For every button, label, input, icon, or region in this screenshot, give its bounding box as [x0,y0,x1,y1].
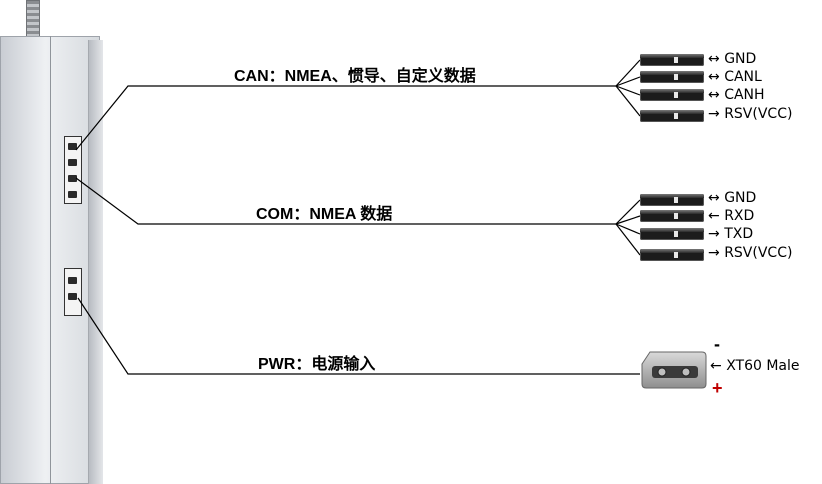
can-pin-canh: ↔ CANH [708,87,765,103]
com-pin-gnd: ↔ GND [708,190,757,206]
can-canl-terminal-icon [640,71,704,83]
can-canh-terminal-icon [640,89,704,101]
xt60-label: ← XT60 Male [710,358,800,374]
can-fan-canl [615,76,641,87]
com-gnd-terminal-icon [640,194,704,206]
com-fan-rsv [615,223,641,256]
com-rxd-terminal-icon [640,210,704,222]
negative-polarity: - [714,334,720,354]
com-pin-txd: → TXD [708,226,754,242]
can-fan-canh [615,85,641,96]
enclosure-side-panel [88,40,103,484]
can-fan-rsv [615,85,641,117]
com-wire [75,177,616,225]
com-pin-rsv: → RSV(VCC) [708,245,793,261]
pwr-wire [77,297,640,375]
can-rsv-terminal-icon [640,110,704,122]
com-fan-rxd [615,215,641,225]
pwr-port [64,268,82,316]
can-wire [75,85,616,151]
com-txd-terminal-icon [640,228,704,240]
com-bus-label: COM：NMEA 数据 [256,206,393,223]
can-pin-gnd: ↔ GND [708,51,757,67]
can-pin-rsv: → RSV(VCC) [708,106,793,122]
positive-polarity: + [712,378,723,398]
xt60-connector-icon [641,351,707,389]
pwr-bus-label: PWR：电源输入 [258,356,376,373]
enclosure-seam [50,36,51,484]
can-gnd-terminal-icon [640,54,704,66]
com-pin-rxd: ← RXD [708,208,755,224]
can-fan-gnd [615,59,641,87]
can-pin-canl: ↔ CANL [708,69,762,85]
can-com-port [64,136,82,204]
com-fan-gnd [615,199,641,225]
can-bus-label: CAN：NMEA、惯导、自定义数据 [234,68,476,85]
com-rsv-terminal-icon [640,249,704,261]
com-fan-txd [615,223,641,235]
